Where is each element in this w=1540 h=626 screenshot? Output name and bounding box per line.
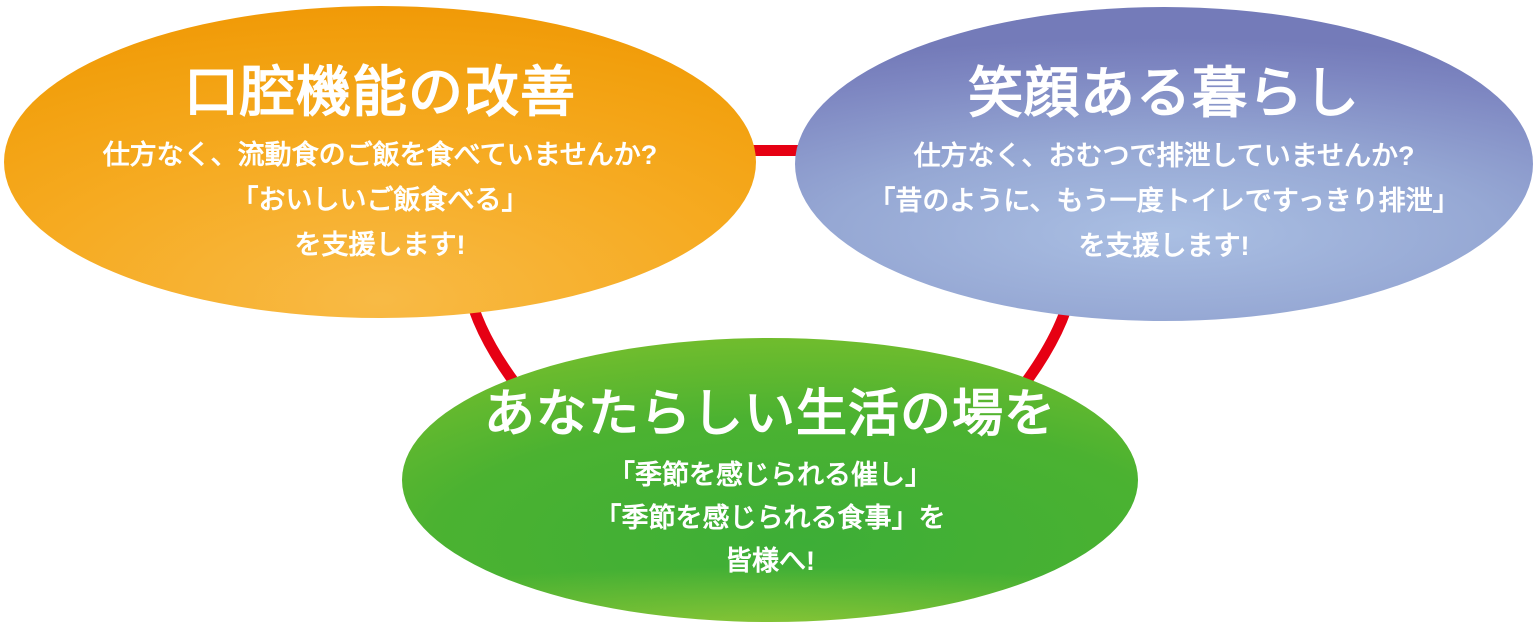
- bubble-line: 「季節を感じられる食事」を: [594, 503, 946, 534]
- bubble-line: 「季節を感じられる催し」: [608, 460, 932, 491]
- bubble-smile-life: 笑顔ある暮らし 仕方なく、おむつで排泄していませんか? 「昔のように、もう一度ト…: [795, 7, 1533, 321]
- bubble-oral-function-title: 口腔機能の改善: [183, 61, 576, 123]
- bubble-your-own-place: あなたらしい生活の場を 「季節を感じられる催し」 「季節を感じられる食事」を 皆…: [402, 338, 1138, 622]
- bubble-line: 仕方なく、流動食のご飯を食べていませんか?: [102, 139, 658, 170]
- bubble-line: を支援します!: [1078, 230, 1250, 261]
- bubble-your-own-place-title: あなたらしい生活の場を: [483, 385, 1056, 442]
- bubble-oral-function: 口腔機能の改善 仕方なく、流動食のご飯を食べていませんか? 「おいしいご飯食べる…: [4, 6, 756, 318]
- bubble-line: 仕方なく、おむつで排泄していませんか?: [913, 140, 1415, 171]
- bubble-smile-life-title: 笑顔ある暮らし: [967, 62, 1360, 124]
- bubble-line: 皆様へ!: [725, 546, 815, 577]
- bubble-line: 「昔のように、もう一度トイレですっきり排泄」: [868, 185, 1460, 216]
- bubble-line: 「おいしいご飯食べる」: [231, 184, 529, 215]
- bubble-line: を支援します!: [294, 229, 466, 260]
